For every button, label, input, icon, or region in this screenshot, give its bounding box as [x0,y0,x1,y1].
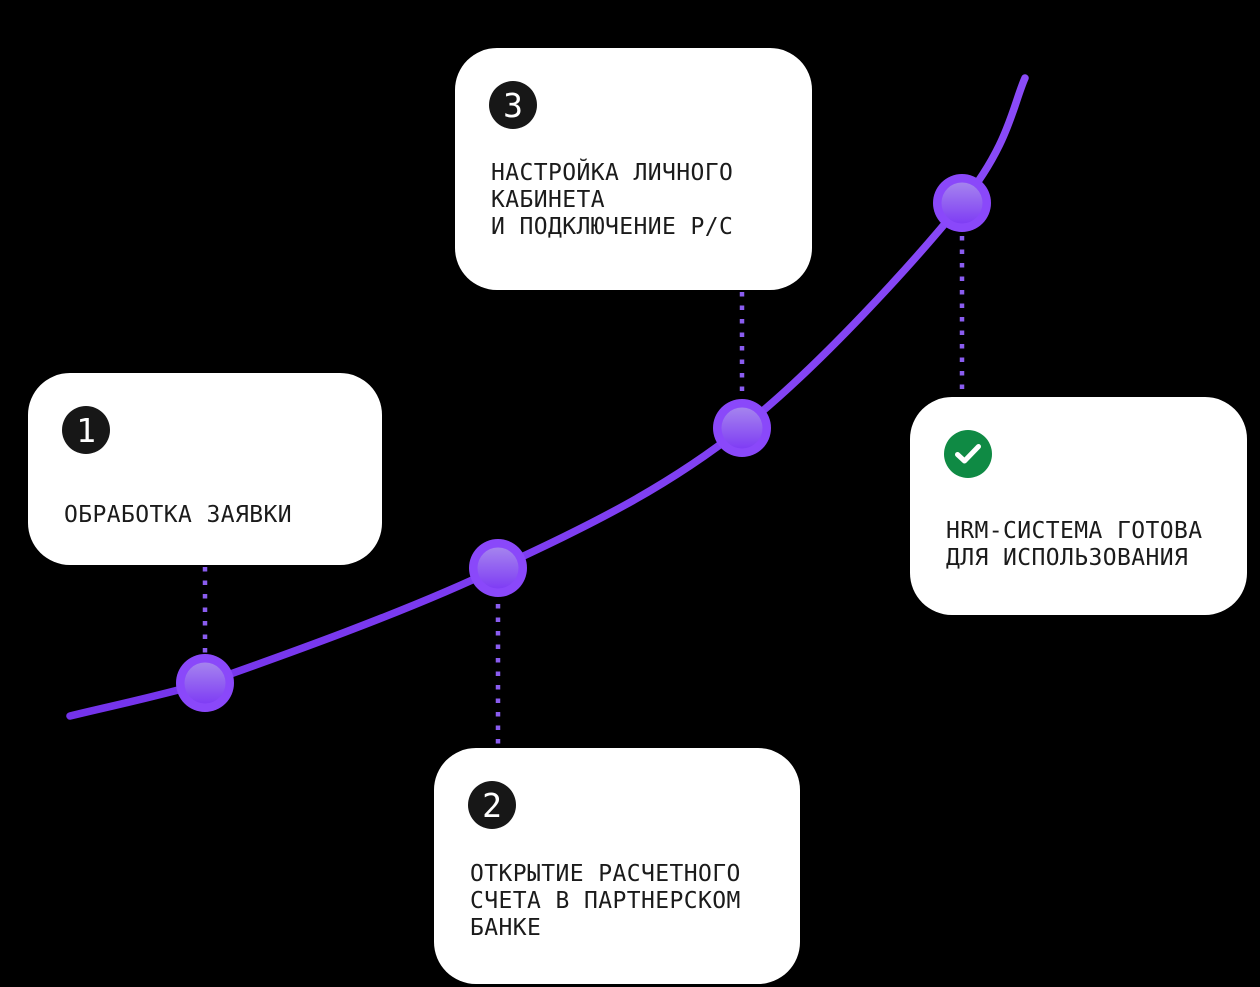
check-icon [955,444,981,464]
step-1-number-badge: 1 [62,406,110,454]
step-3-label: НАСТРОЙКА ЛИЧНОГО КАБИНЕТА И ПОДКЛЮЧЕНИЕ… [491,160,733,241]
step-2-label-line: БАНКЕ [470,915,542,941]
step-4-label: HRM-СИСТЕМА ГОТОВА ДЛЯ ИСПОЛЬЗОВАНИЯ [946,518,1202,572]
step-4-success-badge [944,430,992,478]
step-card-3: 3 НАСТРОЙКА ЛИЧНОГО КАБИНЕТА И ПОДКЛЮЧЕН… [455,48,812,290]
step-1-label-line: ОБРАБОТКА ЗАЯВКИ [64,502,292,528]
step-3-label-line: НАСТРОЙКА ЛИЧНОГО [491,160,734,186]
step-1-label: ОБРАБОТКА ЗАЯВКИ [64,502,292,529]
step-4-label-line: HRM-СИСТЕМА ГОТОВА [946,518,1203,544]
step-card-2: 2 ОТКРЫТИЕ РАСЧЕТНОГО СЧЕТА В ПАРТНЕРСКО… [434,748,800,984]
step-2-label-line: ОТКРЫТИЕ РАСЧЕТНОГО [470,861,741,887]
step-2-number-badge: 2 [468,781,516,829]
step-2-label-line: СЧЕТА В ПАРТНЕРСКОМ [470,888,741,914]
step-card-4: HRM-СИСТЕМА ГОТОВА ДЛЯ ИСПОЛЬЗОВАНИЯ [910,397,1247,615]
milestone-node-2 [469,539,527,597]
step-3-number-badge: 3 [489,81,537,129]
step-3-label-line: КАБИНЕТА [491,187,605,213]
milestone-node-1 [176,654,234,712]
milestone-node-3 [713,399,771,457]
step-card-1: 1 ОБРАБОТКА ЗАЯВКИ [28,373,382,565]
milestone-node-4 [933,174,991,232]
step-2-label: ОТКРЫТИЕ РАСЧЕТНОГО СЧЕТА В ПАРТНЕРСКОМ … [470,861,741,942]
step-4-label-line: ДЛЯ ИСПОЛЬЗОВАНИЯ [946,545,1189,571]
step-3-label-line: И ПОДКЛЮЧЕНИЕ Р/С [491,214,734,240]
